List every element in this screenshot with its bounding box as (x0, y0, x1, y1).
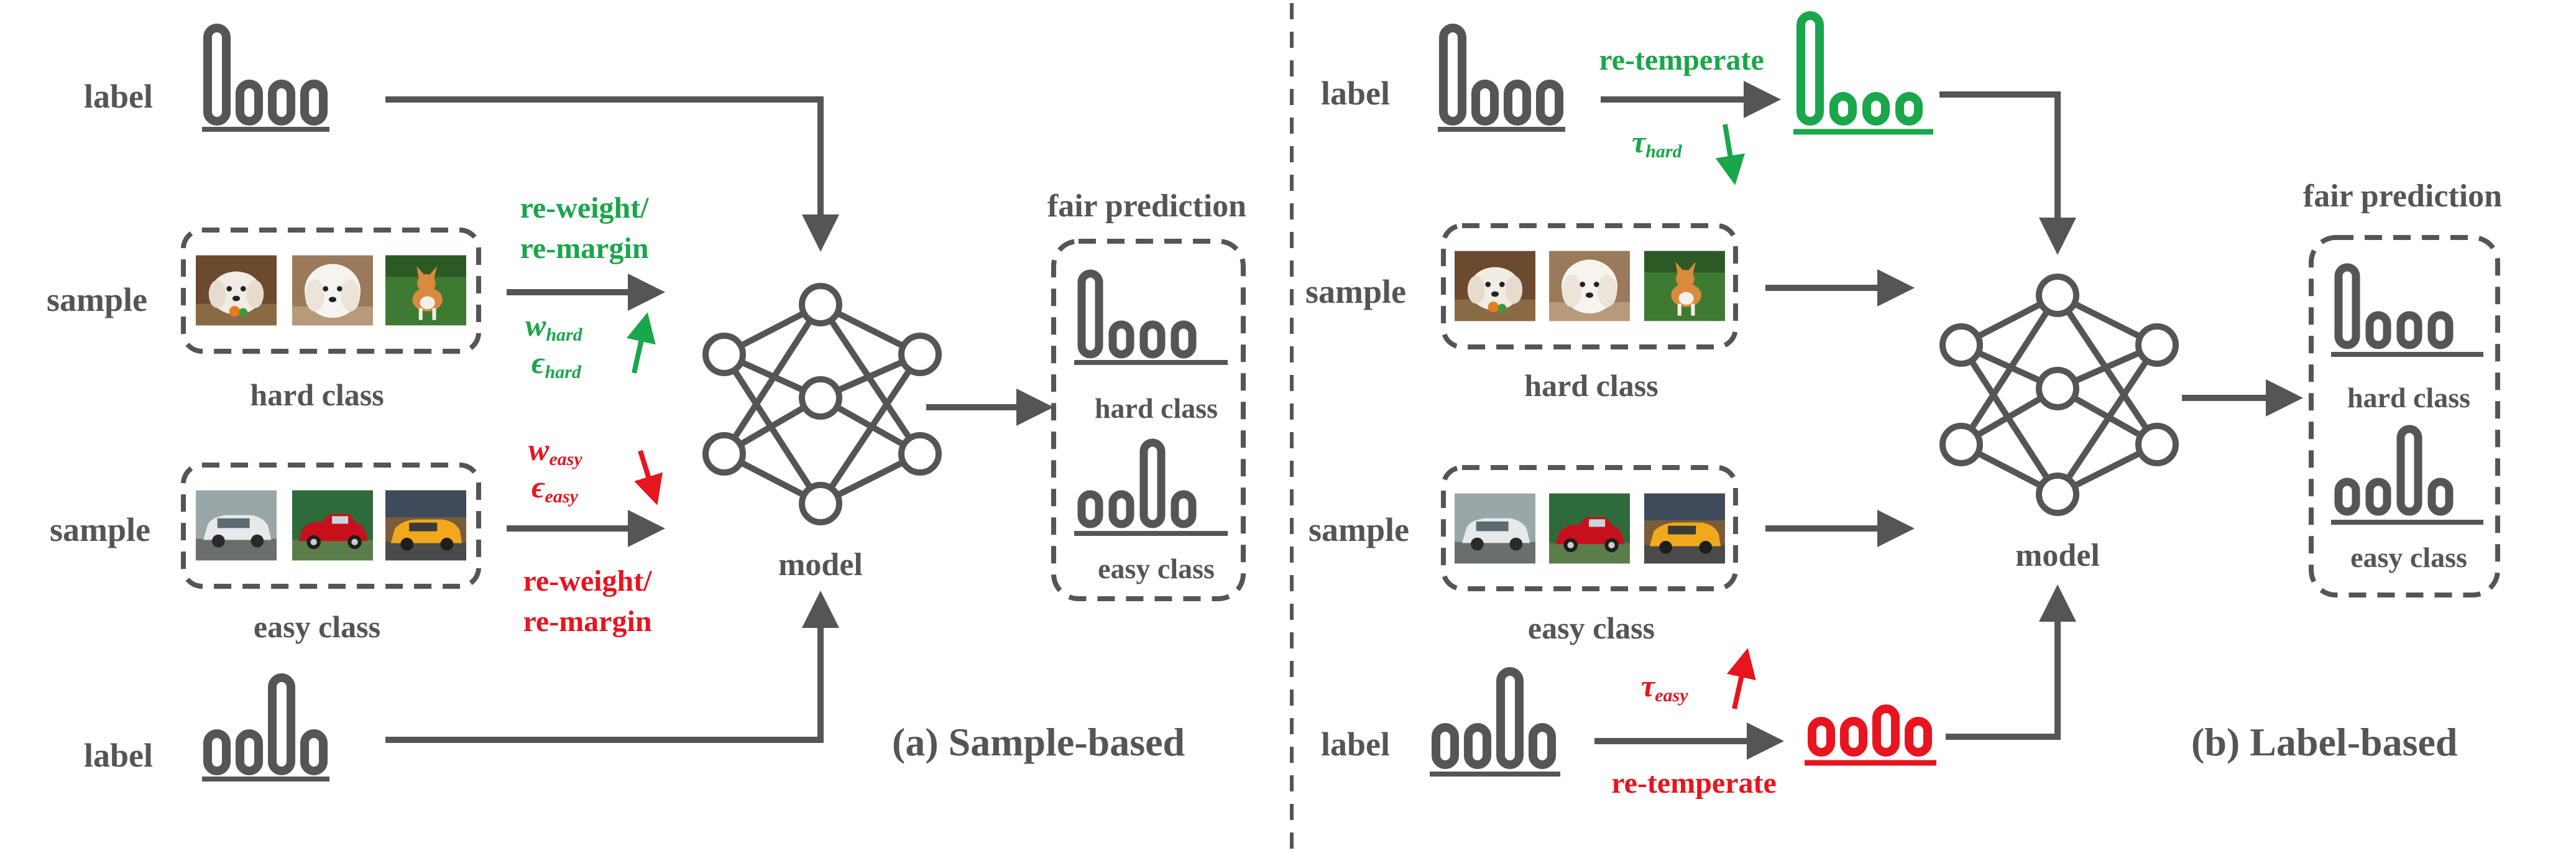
red-sym-tau-easy-b: τeasy (1641, 668, 1688, 706)
panel-b-sample-top: sample (1305, 273, 1406, 310)
panel-b-hard-class: hard class (1524, 368, 1658, 403)
red-sym-w-easy-a: weasy (528, 432, 582, 469)
panel-a-sample-bottom: sample (50, 511, 150, 548)
green-sym-tau-hard-b: τhard (1632, 124, 1683, 162)
red-op-b: re-temperate (1611, 767, 1777, 800)
arrow-retemperate-easy-to-model-b (1946, 584, 2076, 740)
panel-b-label-top: label (1321, 75, 1390, 112)
red-up-arrow-b (1726, 648, 1756, 709)
arrow-label-top-to-model-a (385, 96, 839, 252)
panel-a-label-top: label (84, 78, 153, 115)
prediction-box-b (2309, 235, 2500, 597)
yellow-taxi-icon-b (1644, 493, 1725, 564)
panel-b-easy-class: easy class (1528, 611, 1655, 645)
red-down-arrow-a (634, 450, 663, 505)
panel-b-fair-prediction: fair prediction (2303, 178, 2502, 214)
panel-a-pred-easy-class: easy class (1098, 553, 1215, 584)
panel-a-model: model (778, 547, 863, 583)
panel-b-label-bottom: label (1321, 726, 1390, 763)
panel-a-caption: (a) Sample-based (892, 720, 1185, 764)
prediction-hard-distribution-a (1074, 269, 1228, 365)
panel-a-sample-top: sample (47, 281, 147, 318)
panel-a-label-bottom: label (84, 737, 153, 774)
panel-a: label sample hard class re-weight/ re-ma… (47, 24, 1246, 782)
prediction-easy-distribution-b (2331, 425, 2483, 525)
prediction-easy-distribution-a (1074, 438, 1228, 536)
green-op-b: re-temperate (1599, 44, 1764, 76)
model-network-a (702, 283, 942, 525)
panel-b-model: model (2015, 538, 2100, 573)
yellow-taxi-icon (385, 490, 466, 561)
panel-a-pred-hard-class: hard class (1095, 392, 1218, 424)
panel-b-caption: (b) Label-based (2191, 720, 2458, 764)
panel-a-fair-prediction: fair prediction (1047, 188, 1246, 224)
easy-class-box-a (181, 463, 481, 589)
panel-b-pred-hard-class: hard class (2347, 382, 2470, 413)
red-sym-eps-easy-a: ϵeasy (531, 469, 579, 507)
white-fluffy-dog-icon-b (1549, 251, 1630, 321)
green-op-a-line2: re-margin (520, 232, 648, 265)
label-distribution-hard-b (1438, 24, 1565, 132)
green-op-a-line1: re-weight/ (520, 191, 649, 224)
retemperated-hard-distribution-b (1793, 11, 1933, 135)
prediction-hard-distribution-b (2331, 263, 2483, 357)
silver-car-icon (196, 490, 277, 561)
label-distribution-easy-b (1430, 667, 1560, 777)
hard-class-box-a (181, 228, 481, 354)
red-op-a-line1: re-weight/ (523, 565, 652, 597)
panel-a-easy-class: easy class (254, 609, 380, 644)
hard-class-box-b (1441, 223, 1738, 349)
panel-b: label re-temperate τhard sample hard cla… (1305, 11, 2502, 800)
retemperated-easy-distribution-b (1805, 704, 1936, 766)
model-network-b (1939, 274, 2179, 516)
panel-a-hard-class: hard class (250, 377, 384, 412)
silver-car-icon-b (1455, 493, 1535, 564)
easy-class-box-b (1441, 465, 1738, 591)
red-vintage-car-icon-b (1549, 493, 1630, 564)
panel-b-pred-easy-class: easy class (2350, 542, 2467, 573)
white-fluffy-dog-icon (292, 255, 373, 326)
red-vintage-car-icon (292, 490, 373, 561)
white-puppy-with-toy-icon (196, 255, 277, 326)
arrow-retemperate-to-model-b (1939, 91, 2076, 255)
green-down-arrow-b (1715, 124, 1746, 185)
green-sym-eps-hard-a: ϵhard (531, 345, 582, 382)
label-distribution-easy-a (202, 673, 329, 782)
arrow-label-bottom-to-model-a (385, 591, 839, 743)
green-up-arrow-a (626, 312, 656, 374)
red-op-a-line2: re-margin (523, 605, 651, 638)
panel-b-sample-bottom: sample (1309, 511, 1409, 548)
green-sym-w-hard-a: whard (525, 308, 583, 345)
white-puppy-with-toy-icon-b (1455, 251, 1535, 321)
prediction-box-a (1051, 239, 1246, 601)
corgi-on-grass-icon (385, 255, 466, 326)
corgi-on-grass-icon-b (1644, 251, 1725, 321)
label-distribution-hard-a (202, 24, 329, 132)
